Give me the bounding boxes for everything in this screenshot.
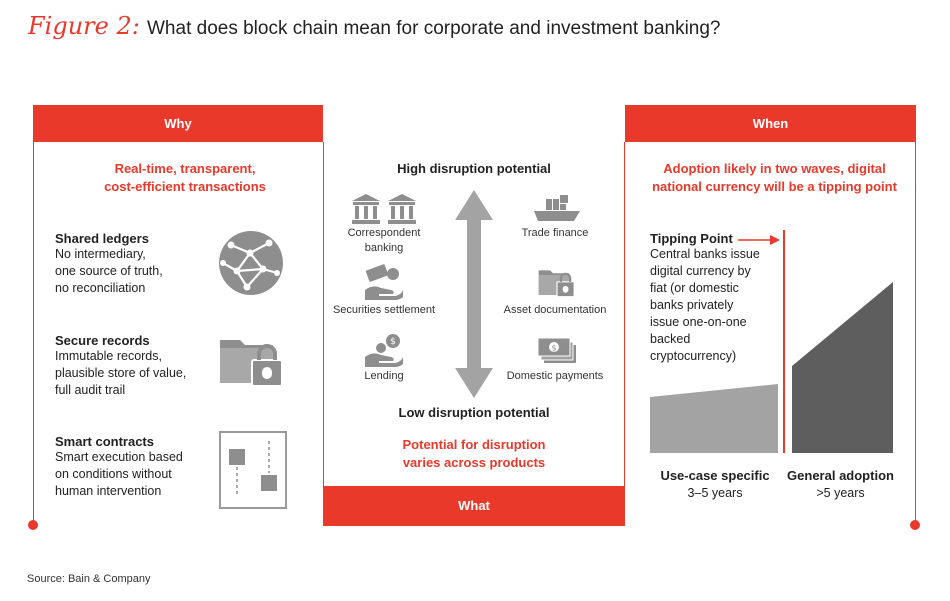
- folder-lock-icon: [538, 270, 575, 298]
- product-label: banking: [364, 242, 404, 254]
- tipping-arrow-icon: [738, 235, 780, 245]
- tipping-point-line: banks privately: [650, 298, 734, 312]
- disruption-note-line-2: varies across products: [402, 455, 546, 470]
- when-header: When: [625, 105, 916, 142]
- product-securities-settlement: Securities settlement: [324, 303, 444, 318]
- why-headline-line-2: cost-efficient transactions: [104, 179, 266, 194]
- feature-smart-contracts: Smart contracts Smart execution based on…: [55, 434, 225, 500]
- feature-title: Shared ledgers: [55, 231, 149, 246]
- feature-title: Smart contracts: [55, 434, 154, 449]
- product-label: Lending: [364, 370, 404, 382]
- why-header: Why: [33, 105, 323, 142]
- why-left-line: [33, 142, 34, 523]
- hand-money-icon: [365, 264, 403, 300]
- what-panel: [323, 142, 625, 486]
- product-label: Trade finance: [521, 227, 589, 239]
- high-disruption-label: High disruption potential: [397, 161, 551, 176]
- feature-line: Smart execution based: [55, 450, 183, 464]
- when-headline: Adoption likely in two waves, digital na…: [632, 160, 917, 196]
- phase-range: 3–5 years: [687, 486, 743, 500]
- product-domestic-payments: Domestic payments: [495, 369, 615, 384]
- svg-text:$: $: [551, 344, 556, 353]
- feature-line: Immutable records,: [55, 349, 162, 363]
- tipping-point-line: fiat (or domestic: [650, 281, 739, 295]
- phase-title: Use-case specific: [660, 468, 770, 483]
- when-header-label: When: [752, 116, 789, 131]
- product-asset-documentation: Asset documentation: [495, 303, 615, 318]
- figure-label: Figure 2:: [28, 12, 140, 40]
- product-lending: Lending: [324, 369, 444, 384]
- bank-buildings-icon: [352, 194, 416, 224]
- when-headline-line-2: national currency will be a tipping poin…: [652, 179, 897, 194]
- product-trade-finance: Trade finance: [495, 226, 615, 241]
- phase-title: General adoption: [787, 468, 894, 483]
- banknotes-icon: $: [537, 337, 576, 363]
- hand-coins-icon: $: [365, 334, 403, 367]
- feature-line: No intermediary,: [55, 247, 146, 261]
- when-right-line: [915, 142, 916, 523]
- feature-secure-records: Secure records Immutable records, plausi…: [55, 333, 225, 399]
- feature-line: one source of truth,: [55, 264, 163, 278]
- svg-text:$: $: [390, 337, 396, 347]
- double-arrow-icon: [455, 190, 493, 398]
- product-label: Correspondent: [347, 227, 421, 239]
- tipping-divider: [783, 230, 785, 453]
- folder-lock-icon: [220, 340, 283, 387]
- tipping-point-title: Tipping Point: [650, 231, 733, 246]
- why-headline: Real-time, transparent, cost-efficient t…: [60, 160, 310, 196]
- figure-title: What does block chain mean for corporate…: [147, 18, 721, 39]
- tipping-point-line: digital currency by: [650, 264, 751, 278]
- adoption-waves: [650, 282, 893, 453]
- low-disruption-label: Low disruption potential: [398, 405, 550, 420]
- tipping-point-line: cryptocurrency): [650, 349, 737, 363]
- tipping-point-line: issue one-on-one: [650, 315, 747, 329]
- wave-use-case-specific: [650, 384, 778, 453]
- wave-general-adoption: [792, 282, 893, 453]
- tipping-point: Tipping Point Central banks issue digita…: [650, 231, 790, 365]
- feature-line: full audit trail: [55, 383, 126, 397]
- phase-range: >5 years: [816, 486, 865, 500]
- product-label: Securities settlement: [332, 304, 436, 316]
- when-headline-line-1: Adoption likely in two waves, digital: [663, 161, 886, 176]
- why-headline-line-1: Real-time, transparent,: [114, 161, 256, 176]
- feature-title: Secure records: [55, 333, 150, 348]
- what-footer-label: What: [458, 498, 490, 513]
- why-header-label: Why: [164, 116, 192, 131]
- feature-line: on conditions without: [55, 467, 172, 481]
- cargo-ship-icon: [534, 195, 580, 221]
- when-end-dot: [910, 520, 920, 530]
- tipping-point-line: backed: [650, 332, 691, 346]
- why-end-dot: [28, 520, 38, 530]
- feature-line: no reconciliation: [55, 281, 146, 295]
- feature-line: plausible store of value,: [55, 366, 187, 380]
- product-correspondent-banking: Correspondent banking: [324, 226, 444, 256]
- tipping-point-line: Central banks issue: [650, 247, 760, 261]
- product-label: Asset documentation: [503, 304, 607, 316]
- source-note: Source: Bain & Company: [27, 573, 151, 585]
- phase-general-adoption: General adoption >5 years: [778, 468, 903, 502]
- product-label: Domestic payments: [506, 370, 604, 382]
- disruption-note: Potential for disruption varies across p…: [323, 436, 625, 472]
- feature-shared-ledgers: Shared ledgers No intermediary, one sour…: [55, 231, 225, 297]
- what-footer: What: [323, 486, 625, 526]
- globe-network-icon: [219, 231, 283, 295]
- phase-use-case-specific: Use-case specific 3–5 years: [645, 468, 785, 502]
- disruption-note-line-1: Potential for disruption: [402, 437, 546, 452]
- flowchart-icon: [219, 431, 287, 509]
- feature-line: human intervention: [55, 484, 162, 498]
